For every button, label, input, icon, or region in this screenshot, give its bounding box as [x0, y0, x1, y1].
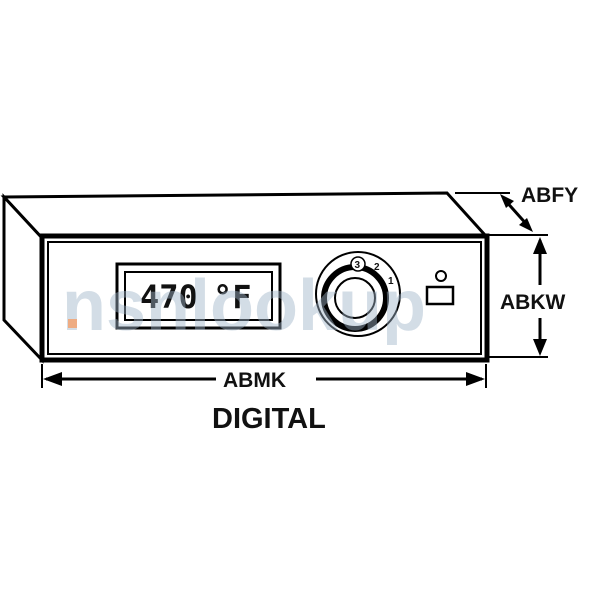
temperature-dial[interactable]: 3 2 1 [315, 251, 401, 337]
dial-mark-3: 3 [355, 260, 361, 271]
diagram-caption: DIGITAL [212, 403, 326, 435]
dial-mark-1: 1 [388, 276, 394, 287]
power-switch[interactable] [425, 285, 455, 306]
dial-mark-3-circle [350, 256, 366, 272]
indicator [425, 270, 455, 306]
digital-display: 470 °F [115, 262, 282, 330]
indicator-lamp [435, 270, 447, 282]
height-label: ABKW [500, 291, 565, 314]
display-unit: °F [213, 278, 252, 316]
width-label: ABMK [223, 369, 286, 392]
dial-mark-2: 2 [374, 262, 380, 273]
enclosure-top [0, 191, 489, 240]
depth-dimension [455, 192, 548, 236]
width-dimension [41, 364, 487, 388]
watermark-dot [68, 319, 77, 328]
depth-label: ABFY [521, 184, 578, 207]
watermark-text: nsnlookup [62, 266, 426, 346]
display-digits: 470 [140, 278, 198, 316]
height-dimension [489, 237, 548, 358]
dial-center [334, 277, 376, 319]
display-screen [124, 271, 273, 321]
